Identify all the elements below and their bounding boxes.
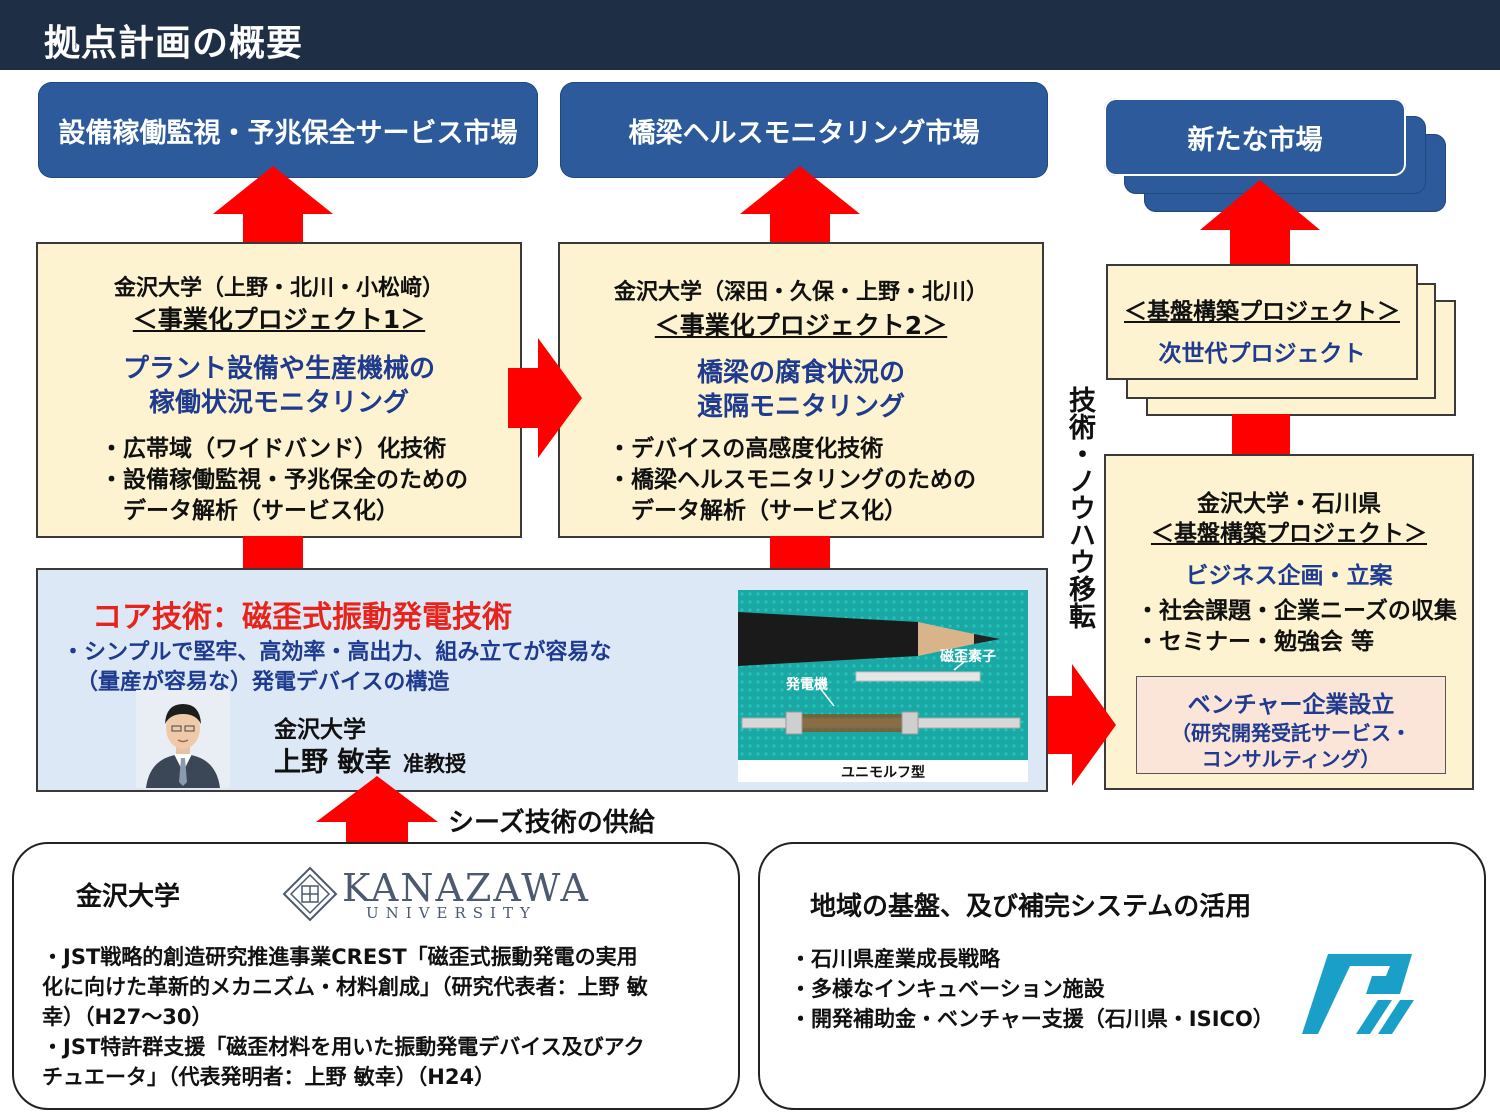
professor-affiliation: 金沢大学 [274, 717, 366, 743]
device-photo: 磁歪素子 発電機 ユニモルフ型 [738, 590, 1028, 782]
core-title: コア技術：磁歪式振動発電技術 [92, 600, 512, 635]
arrow-right-p1-p2 [508, 338, 582, 458]
venture-line3: コンサルティング） [1201, 747, 1381, 771]
base-project-name: ＜基盤構築プロジェクト＞ [1151, 521, 1427, 547]
arrow-up-market2 [740, 166, 860, 246]
header-bar [0, 0, 1500, 70]
professor-title: 准教授 [402, 752, 466, 776]
transfer-label: 技術・ノウハウ移転 [1064, 386, 1095, 629]
label-magnetostrictive-element: 磁歪素子 [940, 649, 996, 665]
photo-caption: ユニモルフ型 [841, 765, 925, 781]
kanazawa-emblem-icon [282, 866, 338, 922]
page-title: 拠点計画の概要 [44, 23, 304, 64]
project1-box: 金沢大学（上野・北川・小松﨑） ＜事業化プロジェクト1＞ プラント設備や生産機械… [36, 242, 522, 538]
project2-name: ＜事業化プロジェクト2＞ [654, 311, 948, 340]
project2-box: 金沢大学（深田・久保・上野・北川） ＜事業化プロジェクト2＞ 橋梁の腐食状況の … [558, 242, 1044, 538]
base-project-box: 金沢大学・石川県 ＜基盤構築プロジェクト＞ ビジネス企画・立案 ・社会課題・企業… [1104, 454, 1474, 790]
market-label-bridge: 橋梁ヘルスモニタリング市場 [628, 117, 980, 149]
base-project-org: 金沢大学・石川県 [1197, 491, 1381, 517]
label-generator: 発電機 [786, 677, 828, 693]
connector-core-p1 [243, 536, 303, 570]
project2-bullets: ・デバイスの高感度化技術 ・橋梁ヘルスモニタリングのための データ解析（サービス… [608, 436, 976, 524]
professor-name: 上野 敏幸 [274, 747, 392, 778]
arrow-up-market3 [1200, 180, 1320, 266]
nextgen-sub: 次世代プロジェクト [1158, 341, 1366, 367]
connector-base-nextgen [1232, 414, 1290, 456]
seeds-label: シーズ技術の供給 [448, 808, 655, 838]
arrow-up-seeds [316, 776, 438, 850]
kanazawa-logo-main: KANAZAWA [342, 866, 590, 910]
core-desc-line2: （量産が容易な）発電デバイスの構造 [76, 670, 450, 695]
kanazawa-body: ・JST戦略的創造研究推進事業CREST「磁歪式振動発電の実用 化に向けた革新的… [42, 945, 648, 1089]
base-project-theme: ビジネス企画・立案 [1185, 563, 1393, 589]
venture-title: ベンチャー企業設立 [1187, 692, 1395, 718]
base-project-bullets: ・社会課題・企業ニーズの収集 ・セミナー・勉強会 等 [1136, 598, 1457, 655]
professor-photo [136, 690, 230, 788]
project2-theme-line1: 橋梁の腐食状況の [696, 358, 905, 388]
core-tech-box: コア技術：磁歪式振動発電技術 ・シンプルで堅牢、高効率・高出力、組み立てが容易な… [36, 568, 1048, 792]
project1-theme-line2: 稼働状況モニタリング [148, 388, 409, 418]
nextgen-box: ＜基盤構築プロジェクト＞ 次世代プロジェクト [1106, 264, 1418, 380]
venture-box: ベンチャー企業設立 （研究開発受託サービス・ コンサルティング） [1136, 676, 1446, 774]
region-heading: 地域の基盤、及び補完システムの活用 [810, 892, 1252, 922]
region-body: ・石川県産業成長戦略 ・多様なインキュベーション施設 ・開発補助金・ベンチャー支… [790, 947, 1274, 1031]
project1-name: ＜事業化プロジェクト1＞ [132, 305, 426, 334]
arrow-up-market1 [213, 166, 333, 246]
connector-core-p2 [770, 536, 830, 570]
project1-members: 金沢大学（上野・北川・小松﨑） [113, 276, 444, 301]
kanazawa-heading: 金沢大学 [76, 882, 181, 912]
venture-line2: （研究開発受託サービス・ [1171, 721, 1411, 745]
market-label-new: 新たな市場 [1187, 124, 1323, 156]
arrow-right-core-base [1046, 664, 1116, 786]
isico-logo-icon [1300, 954, 1432, 1034]
project2-theme-line2: 遠隔モニタリング [696, 392, 905, 422]
professor-name-line: 上野 敏幸 准教授 [274, 740, 466, 779]
market-box-bridge: 橋梁ヘルスモニタリング市場 [560, 82, 1048, 178]
region-box: 地域の基盤、及び補完システムの活用 ・石川県産業成長戦略 ・多様なインキュベーシ… [758, 842, 1486, 1110]
market-box-new: 新たな市場 [1104, 98, 1406, 176]
market-label-equipment: 設備稼働監視・予兆保全サービス市場 [58, 117, 518, 149]
core-desc-line1: ・シンプルで堅牢、高効率・高出力、組み立てが容易な [62, 640, 612, 665]
nextgen-name: ＜基盤構築プロジェクト＞ [1124, 299, 1400, 325]
project1-theme-line1: プラント設備や生産機械の [122, 354, 435, 384]
kanazawa-box: 金沢大学 KANAZAWA UNIVERSITY ・JST戦略的創造研究推進事業… [12, 842, 740, 1110]
kanazawa-logo-sub: UNIVERSITY [366, 904, 537, 922]
project1-bullets: ・広帯域（ワイドバンド）化技術 ・設備稼働監視・予兆保全のための データ解析（サ… [100, 436, 468, 524]
market-box-equipment: 設備稼働監視・予兆保全サービス市場 [38, 82, 538, 178]
project2-members: 金沢大学（深田・久保・上野・北川） [613, 280, 988, 305]
